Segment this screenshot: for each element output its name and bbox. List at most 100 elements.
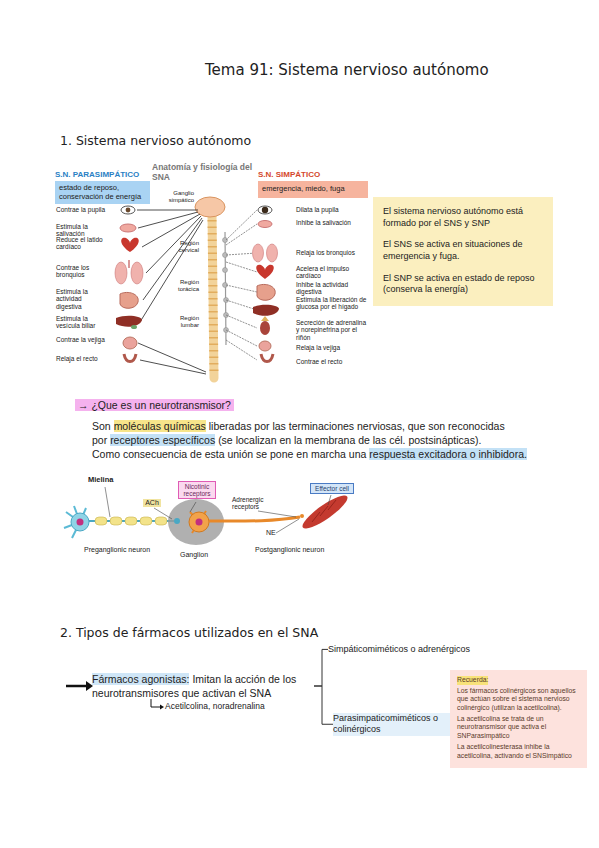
adrenal-gland: [261, 316, 269, 321]
node-heading: El sistema nervioso autónomo está formad…: [383, 206, 543, 229]
bladder: [259, 341, 271, 351]
trachea: [128, 260, 130, 268]
annotation-label: Inhibe la salivación: [296, 219, 368, 226]
rectum: [261, 354, 273, 362]
eye: [258, 206, 272, 214]
effector-box: Effector cell: [310, 483, 354, 494]
myelin-sheath: [95, 517, 167, 525]
node-text: El SNS se activa en situaciones de emerg…: [383, 239, 543, 262]
sympathetic-box: S.N. SIMPÁTICOemergencia, miedo, fuga: [258, 170, 368, 198]
annotation-label: Relaja la vejiga: [296, 344, 368, 351]
page-title: Tema 91: Sistema nervioso autónomo: [205, 62, 489, 79]
definition-paragraph: Sonmoléculas químicasliberadas por las t…: [92, 419, 570, 461]
annotation-label: Contrae los bronquios: [56, 264, 108, 279]
receptor-box: Nicotinic receptors: [178, 481, 216, 499]
annotation-label: Postganglionic neuron: [255, 546, 345, 554]
salivary-gland: [258, 221, 272, 228]
annotation-label: Región cervical: [163, 240, 199, 254]
myelin-segment: [155, 517, 167, 525]
myelin-segment: [140, 517, 152, 525]
annotation-label: Preganglionic neuron: [84, 546, 174, 554]
nucleus: [196, 519, 203, 526]
drug-class-box: Fármacos agonistas:Imitan la acción de l…: [92, 672, 314, 700]
spinal-cord: [212, 215, 214, 378]
cell-body: [189, 512, 209, 532]
annotation-label: 1. Sistema nervioso autónomo: [60, 134, 320, 148]
annotation-label: → ¿Que es un neurotransmisor?: [75, 399, 234, 411]
paragraph-text: (se localizan en la membrana de las cél.…: [218, 434, 481, 446]
nucleus: [77, 519, 84, 526]
bladder: [123, 337, 137, 349]
annotation-label: Acelera el impulso cardíaco: [296, 265, 356, 280]
paragraph-text: respuesta excitadora o inhibidora.: [369, 448, 527, 460]
annotation-label: Ganglion: [180, 551, 220, 559]
paragraph-text: Como consecuencia de esta unión se pone …: [92, 448, 366, 460]
paragraph-text: receptores específicos: [110, 434, 215, 446]
lung: [115, 262, 127, 284]
myelin-segment: [95, 517, 107, 525]
paragraph-text: Son: [92, 420, 111, 432]
leader-lines: [105, 487, 331, 533]
drug-type-item: Parasimpaticomiméticos o colinérgicos: [333, 713, 451, 736]
pupil: [126, 208, 131, 213]
bracket-connector: [314, 649, 328, 686]
annotation-label: Región lumbar: [163, 315, 199, 329]
anatomy-figure: [115, 197, 279, 378]
lung: [253, 244, 264, 262]
annotation-label: Relaja los bronquios: [296, 249, 368, 256]
annotation-label: Estimula la actividad digestiva: [56, 288, 106, 310]
gallbladder: [131, 325, 137, 329]
node-text: La acetilcolina se trata de un neurotran…: [457, 715, 580, 741]
cell-body: [71, 513, 89, 531]
node-text: estado de reposo, conservación de energí…: [55, 181, 150, 204]
annotation-label: Estimula la vesícula biliar: [56, 315, 108, 330]
node-text: La acetilcolinesterasa inhibe la acetilc…: [457, 743, 580, 760]
annotation-label: Contrae la vejiga: [56, 336, 108, 343]
annotation-label: Contrae el recto: [296, 358, 368, 365]
hook-arrow: [151, 699, 160, 707]
myelin-segment: [110, 517, 122, 525]
paragraph-text: moléculas químicas: [114, 420, 206, 432]
myelin-segment: [125, 517, 137, 525]
node-heading: Parasimpaticomiméticos o colinérgicos: [333, 713, 451, 736]
heart: [256, 265, 274, 279]
annotation-label: Contrae la pupila: [56, 206, 111, 213]
heart: [121, 238, 139, 252]
node-heading: Recuerda:: [457, 676, 488, 685]
ganglion-dot: [223, 268, 228, 273]
annotation-label: Inhibe la actividad digestiva: [296, 281, 368, 296]
ganglion-dot: [223, 238, 228, 243]
node-heading: S.N. PARASIMPÁTICO: [55, 170, 150, 179]
salivary-gland: [120, 224, 136, 232]
summary-note: El sistema nervioso autónomo está formad…: [373, 197, 553, 306]
node-text: emergencia, miedo, fuga: [258, 181, 368, 198]
left-organs: [115, 206, 143, 362]
postganglionic-axon: [209, 517, 300, 521]
varicosity: [300, 514, 304, 518]
stomach: [257, 284, 275, 300]
synaptic-knob: [174, 518, 180, 524]
annotation-label: NE: [266, 529, 282, 537]
annotation-label: Adrenergic receptors: [232, 496, 282, 511]
annotation-label: Dilata la pupila: [296, 206, 368, 213]
node-text: Los fármacos colinérgicos son aquellos q…: [457, 687, 580, 713]
bracket-connector: [314, 686, 333, 724]
annotation-label: Ganglio simpático: [158, 190, 194, 204]
annotation-label: Región torácica: [163, 279, 199, 293]
annotation-label: Reduce el latido cardíaco: [56, 236, 108, 251]
drug-type-item: Simpáticomiméticos o adrenérgicos: [328, 644, 498, 655]
effector-cell: [299, 491, 351, 533]
kidney: [260, 321, 270, 335]
vertebrae: [212, 220, 214, 376]
liver: [253, 305, 279, 316]
annotation-label: Estimula la salivación: [56, 223, 111, 238]
parasympathetic-nerves: [137, 210, 206, 374]
annotation-label: ACh: [143, 499, 161, 507]
annotation-label: Relaja el recto: [56, 355, 111, 362]
node-text: El SNP se activa en estado de reposo (co…: [383, 273, 543, 296]
node-heading: Simpáticomiméticos o adrenérgicos: [328, 644, 498, 655]
sympathetic-nerves: [226, 210, 257, 360]
node-heading: Effector cell: [313, 485, 351, 492]
bullet-arrow: [66, 685, 87, 688]
